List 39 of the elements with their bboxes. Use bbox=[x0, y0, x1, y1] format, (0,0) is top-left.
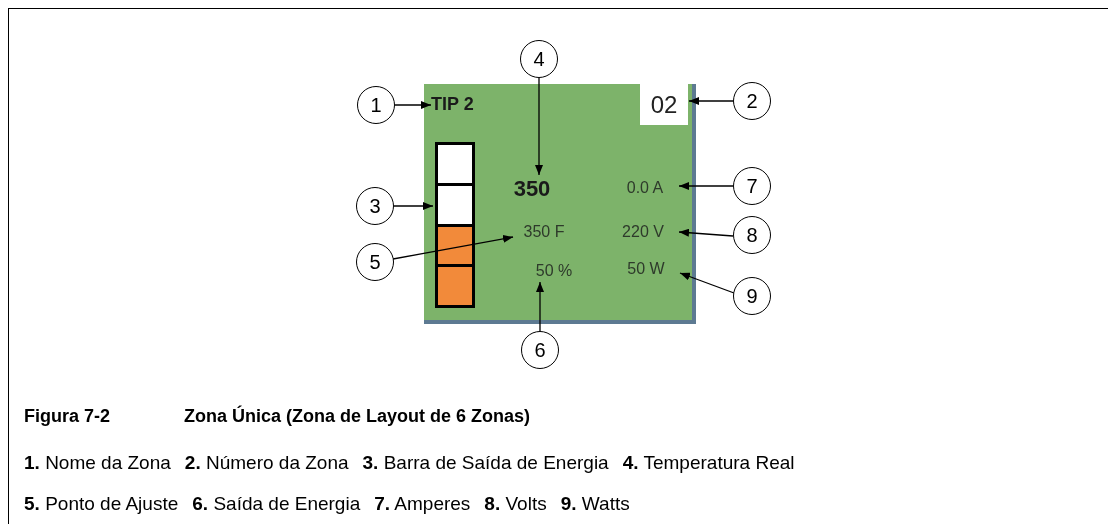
legend-item: 9. Watts bbox=[560, 491, 630, 516]
leader-line bbox=[392, 234, 514, 260]
legend-item: 3. Barra de Saída de Energia bbox=[362, 451, 609, 475]
callout-number: 8 bbox=[733, 216, 771, 254]
display-value: 50 W bbox=[613, 258, 679, 279]
legend-item: 4. Temperatura Real bbox=[622, 451, 795, 475]
leader-line bbox=[688, 97, 734, 105]
callout-number: 9 bbox=[733, 277, 771, 315]
leader-line bbox=[678, 182, 734, 190]
callout-number: 4 bbox=[520, 40, 558, 78]
leader-line bbox=[535, 77, 543, 176]
zone-panel bbox=[424, 84, 696, 324]
callout-number: 1 bbox=[357, 86, 395, 124]
leader-line bbox=[536, 281, 544, 332]
callout-number: 2 bbox=[733, 82, 771, 120]
display-value: 350 bbox=[503, 176, 561, 201]
display-value: 350 F bbox=[513, 221, 575, 242]
callout-number: 6 bbox=[521, 331, 559, 369]
legend-item: 7. Amperes bbox=[374, 491, 471, 516]
leader-line bbox=[678, 228, 734, 237]
power-output-bar bbox=[435, 142, 475, 308]
legend-item: 2. Número da Zona bbox=[184, 451, 349, 475]
display-value: 50 % bbox=[526, 260, 582, 281]
display-value: 220 V bbox=[608, 221, 678, 242]
leader-line bbox=[394, 101, 432, 109]
leader-line bbox=[393, 202, 434, 210]
display-value: 0.0 A bbox=[612, 177, 678, 198]
legend-item: 6. Saída de Energia bbox=[192, 491, 361, 516]
leader-line bbox=[679, 272, 735, 294]
callout-number: 7 bbox=[733, 167, 771, 205]
figure-number: Figura 7-2 bbox=[24, 405, 112, 428]
legend-item: 5. Ponto de Ajuste bbox=[24, 491, 179, 516]
display-value: TIP 2 bbox=[431, 94, 483, 115]
legend-item: 8. Volts bbox=[484, 491, 547, 516]
callout-number: 5 bbox=[356, 243, 394, 281]
figure-caption: Zona Única (Zona de Layout de 6 Zonas) bbox=[184, 404, 531, 428]
legend-item: 1. Nome da Zona bbox=[24, 451, 171, 475]
zone-number-box: 02 bbox=[640, 84, 688, 125]
callout-number: 3 bbox=[356, 187, 394, 225]
